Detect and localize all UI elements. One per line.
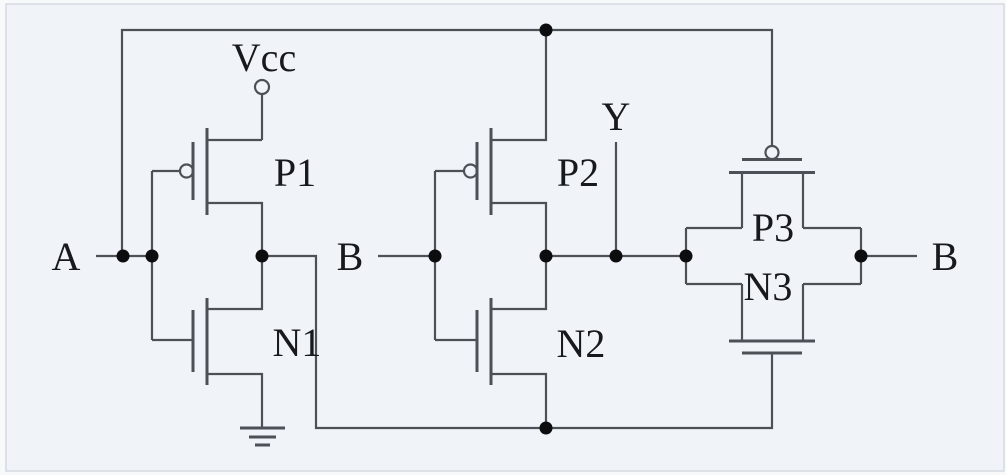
label-p1: P1 bbox=[274, 150, 316, 195]
label-p2: P2 bbox=[557, 150, 599, 195]
junction-dot bbox=[539, 249, 553, 263]
label-n1: N1 bbox=[273, 320, 322, 365]
p3-gate-bubble bbox=[764, 144, 780, 161]
junction-dot bbox=[116, 249, 130, 263]
label-p3: P3 bbox=[752, 205, 794, 250]
label-n3: N3 bbox=[744, 264, 793, 309]
junction-dot bbox=[854, 249, 868, 263]
p1-gate-bubble bbox=[178, 163, 195, 179]
wire-top-rail bbox=[120, 28, 774, 256]
junction-dot bbox=[255, 249, 269, 263]
transistor-n3 bbox=[686, 282, 861, 355]
panel-frame bbox=[5, 3, 1005, 472]
p2-gate-bubble bbox=[462, 163, 479, 179]
transistor-n1 bbox=[152, 256, 264, 428]
transistor-n2 bbox=[435, 256, 548, 428]
label-output-b: B bbox=[932, 234, 959, 279]
junction-dot bbox=[145, 249, 159, 263]
transistor-p1 bbox=[152, 128, 264, 256]
junction-dot bbox=[428, 249, 442, 263]
label-input-b: B bbox=[337, 234, 364, 279]
junction-dot bbox=[539, 421, 553, 435]
ground-symbol bbox=[240, 426, 285, 447]
junction-dots bbox=[116, 23, 868, 435]
transistor-p3 bbox=[686, 144, 861, 230]
junction-dot bbox=[679, 249, 693, 263]
label-vcc: Vcc bbox=[232, 35, 296, 80]
junction-dot bbox=[539, 23, 553, 37]
vcc-terminal bbox=[253, 78, 271, 140]
vcc-terminal-circle bbox=[253, 78, 271, 96]
wire-bottom-rail bbox=[262, 254, 774, 430]
junction-dot bbox=[609, 249, 623, 263]
label-output-y: Y bbox=[602, 94, 631, 139]
label-input-a: A bbox=[52, 234, 81, 279]
label-n2: N2 bbox=[557, 321, 606, 366]
transistor-p2 bbox=[435, 30, 548, 256]
